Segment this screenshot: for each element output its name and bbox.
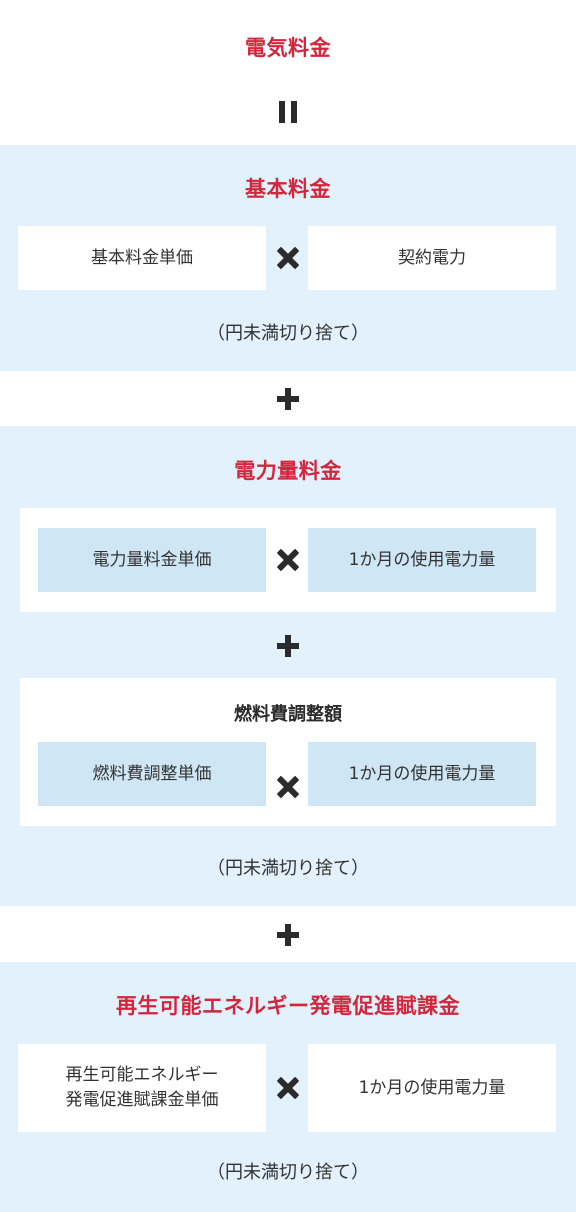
contract-power-box: 契約電力 [308,226,556,290]
plus-icon [277,924,299,946]
times-icon [273,1073,303,1103]
basic-unit-price-box: 基本料金単価 [18,226,266,290]
fuel-adjustment-panel: 燃料費調整額 燃料費調整単価 1か月の使用電力量 [20,678,556,826]
equals-icon [0,100,576,130]
plus-icon [277,388,299,410]
times-icon [273,243,303,273]
fuel-unit-price-box: 燃料費調整単価 [38,742,266,806]
page-title: 電気料金 [245,36,331,60]
rounding-note: （円未満切り捨て） [207,1162,369,1183]
basic-charge-title: 基本料金 [245,177,331,201]
renewable-unit-price-box: 再生可能エネルギー 発電促進賦課金単価 [18,1044,266,1132]
basic-charge-section: 基本料金 基本料金単価 契約電力 （円未満切り捨て） [0,145,576,371]
renewable-unit-price-line2: 発電促進賦課金単価 [65,1090,219,1110]
times-icon [273,772,303,802]
fuel-adjustment-title: 燃料費調整額 [234,704,342,725]
rounding-note: （円未満切り捨て） [207,323,369,344]
monthly-usage-box: 1か月の使用電力量 [308,528,536,592]
renewable-unit-price-line1: 再生可能エネルギー [65,1065,219,1086]
energy-charge-title: 電力量料金 [234,459,342,483]
energy-charge-section: 電力量料金 電力量料金単価 1か月の使用電力量 燃料費調整額 燃料費調整単価 1… [0,426,576,906]
times-icon [273,545,303,575]
renewable-surcharge-section: 再生可能エネルギー発電促進賦課金 再生可能エネルギー 発電促進賦課金単価 1か月… [0,962,576,1212]
renewable-surcharge-title: 再生可能エネルギー発電促進賦課金 [116,994,460,1018]
energy-unit-price-box: 電力量料金単価 [38,528,266,592]
energy-unit-panel: 電力量料金単価 1か月の使用電力量 [20,508,556,612]
monthly-usage-box: 1か月の使用電力量 [308,742,536,806]
monthly-usage-box: 1か月の使用電力量 [308,1044,556,1132]
rounding-note: （円未満切り捨て） [207,858,369,879]
plus-icon [277,635,299,657]
